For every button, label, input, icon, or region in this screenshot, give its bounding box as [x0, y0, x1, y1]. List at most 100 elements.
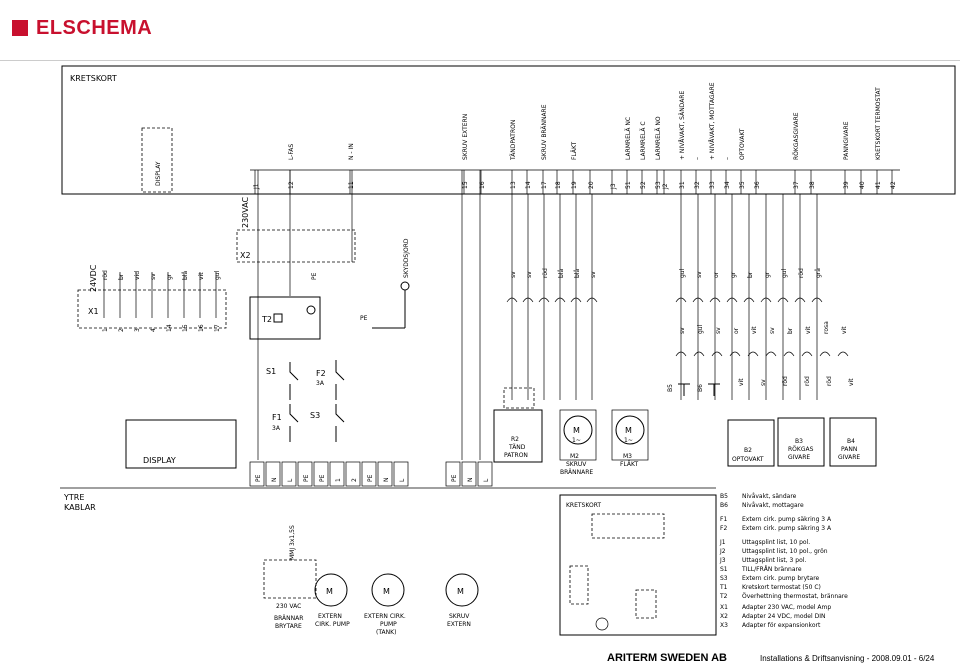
legend-code: T1: [719, 584, 728, 591]
lower-wire-color: vit: [841, 326, 848, 334]
x1-pin-number: 14: [166, 324, 173, 332]
legend-code: X2: [720, 613, 728, 620]
x1-wire-color: blå: [182, 271, 189, 280]
legend-code: T2: [719, 593, 728, 600]
connector-icon: [675, 297, 687, 303]
bottom-terminal-label: PE: [367, 474, 374, 482]
terminal-label: SKRUV BRÄNNARE: [541, 104, 548, 160]
bottom-terminal-cell: [393, 461, 409, 487]
b2-line1: B2: [744, 447, 752, 454]
b3-line2: RÖKGAS: [788, 446, 814, 453]
x1-wire-color: sv: [150, 273, 157, 280]
legend-text: Uttagsplint list, 3 pol.: [742, 557, 806, 564]
connector-icon: [675, 351, 687, 357]
x1-pin-number: 1: [102, 328, 109, 332]
connector-icon: [729, 351, 741, 357]
terminal-number: J1: [253, 183, 260, 190]
x1-label: X1: [88, 307, 99, 316]
connector-icon: [837, 351, 849, 357]
tank-pump-line2: PUMP: [380, 621, 397, 628]
mini-board-j3-icon: [595, 617, 609, 631]
skruv-extern-line2: EXTERN: [447, 621, 471, 628]
ytre-kablar-label-2: KABLAR: [64, 503, 96, 512]
m3-symbol: M: [625, 426, 632, 435]
terminal-number: 53: [655, 181, 662, 189]
upper-wire-color: blå: [574, 269, 581, 278]
legend-code: B5: [720, 493, 728, 500]
m3-line1: M3: [623, 453, 632, 460]
terminal-number: 33: [709, 181, 716, 189]
bottom-terminal-label: N: [271, 478, 278, 483]
x1-wire-color: br: [118, 273, 125, 280]
f1-fuse-icon: [289, 404, 299, 442]
connector-icon: [709, 297, 721, 303]
burner-line2: BRYTARE: [275, 623, 302, 630]
terminal-label: PANNGIVARE: [843, 121, 850, 160]
extern-pump-symbol: M: [326, 587, 333, 596]
page-header: ELSCHEMA: [0, 0, 960, 60]
x1-pin-number: 4: [150, 328, 157, 332]
b5-sender-icon: [678, 383, 690, 396]
skruv-extern-line1: SKRUV: [449, 613, 470, 620]
lower-wire-color: sv: [679, 327, 686, 334]
legend-code: X1: [720, 604, 728, 611]
terminal-label: L-FAS: [288, 144, 295, 160]
t2-box: [249, 296, 321, 340]
s1-label: S1: [266, 367, 276, 376]
legend-text: Extern cirk. pump säkring 3 A: [742, 516, 832, 523]
s1-switch-icon: [289, 362, 299, 400]
terminal-label: –: [694, 157, 701, 160]
terminal-label: N - IN: [348, 143, 355, 160]
m2-line1: M2: [570, 453, 579, 460]
connector-icon: [586, 297, 598, 303]
b4-line2: PANN: [841, 446, 857, 453]
lower-wire-color: br: [787, 327, 794, 334]
legend-text: Överhettning thermostat, brännare: [742, 593, 848, 600]
skruv-extern-motor-icon: [445, 573, 479, 607]
legend-code: F1: [720, 516, 727, 523]
connector-icon: [765, 351, 777, 357]
sensor-wire-color: vit: [848, 378, 855, 386]
t2-label: T2: [261, 315, 272, 324]
terminal-number: 39: [843, 181, 850, 189]
legend-text: Kretskort termostat (50 C): [742, 584, 821, 591]
extern-pump-icon: [314, 573, 348, 607]
upper-wire-color: röd: [542, 268, 549, 278]
m3-box: [611, 409, 649, 461]
upper-wire-color: sv: [526, 271, 533, 278]
bottom-terminal-label: PE: [451, 474, 458, 482]
legend-code: X3: [720, 622, 728, 629]
x1-wire-color: vid: [134, 271, 141, 280]
mini-board-outline: [559, 494, 717, 636]
connector-icon: [777, 297, 789, 303]
f2-label: F2: [316, 369, 326, 378]
bottom-terminal-label: PE: [255, 474, 262, 482]
r2-line2: TÄND: [508, 444, 526, 451]
tank-pump-symbol: M: [383, 587, 390, 596]
upper-wire-color: röd: [798, 268, 805, 278]
f2-fuse-icon: [335, 360, 345, 400]
tank-pump-line1: EXTERN CIRK.: [364, 613, 406, 620]
bottom-terminal-cell: [377, 461, 393, 487]
bottom-terminal-cell: [265, 461, 281, 487]
upper-wire-color: gul: [781, 268, 788, 278]
b5-label: B5: [667, 384, 674, 392]
terminal-label: FLÄKT: [571, 141, 578, 160]
upper-wire-color: br: [747, 271, 754, 278]
upper-wire-color: gr: [764, 271, 771, 278]
connector-icon: [711, 351, 723, 357]
x1-pin-number: 15: [182, 324, 189, 332]
sensor-wire-color: sv: [760, 379, 767, 386]
terminal-number: J2: [662, 183, 669, 190]
s3-switch-icon: [335, 404, 345, 442]
legend-text: Nivåvakt, sändare: [742, 493, 797, 500]
legend-text: Uttagsplint list, 10 pol.: [742, 539, 810, 546]
upper-wire-color: gul: [679, 268, 686, 278]
bottom-terminal-cell: [297, 461, 313, 487]
skyddsjord-ground-icon: [400, 281, 410, 291]
lower-wire-color: sv: [715, 327, 722, 334]
connector-icon: [692, 297, 704, 303]
bottom-terminal-label: 1: [335, 478, 342, 482]
bottom-terminal-label: N: [383, 478, 390, 483]
